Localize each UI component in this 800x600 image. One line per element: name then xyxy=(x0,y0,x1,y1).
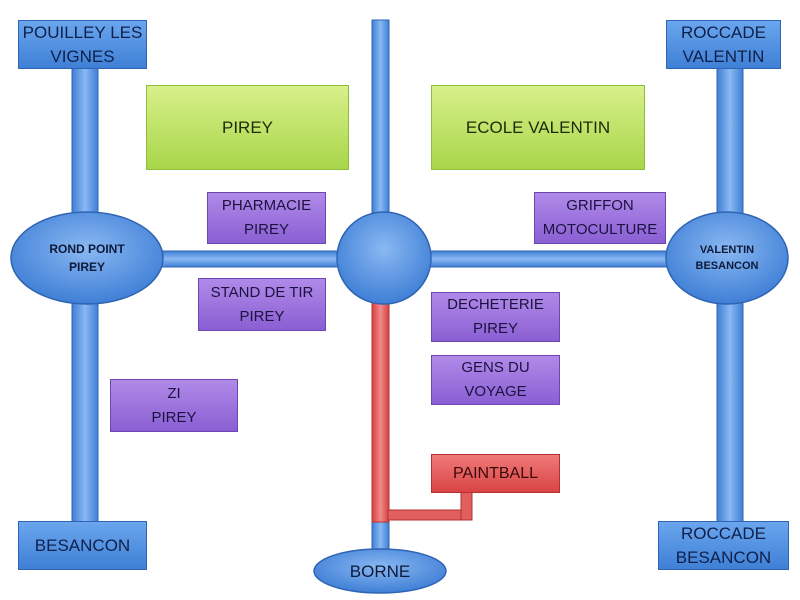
road-red-connector xyxy=(460,489,473,521)
valentin-besancon-label: VALENTIN BESANCON xyxy=(695,244,759,272)
griffon-motoculture-box: GRIFFON MOTOCULTURE xyxy=(534,192,666,244)
roccade-besancon-box: ROCCADE BESANCON xyxy=(658,521,789,570)
road-red-horizontal xyxy=(387,509,473,521)
pirey-zone: PIREY xyxy=(146,85,349,170)
pharmacie-pirey-box: PHARMACIE PIREY xyxy=(207,192,326,244)
decheterie-pirey-box: DECHETERIE PIREY xyxy=(431,292,560,342)
zi-pirey-box: ZI PIREY xyxy=(110,379,238,432)
gens-du-voyage-box: GENS DU VOYAGE xyxy=(431,355,560,405)
road-red-vertical xyxy=(371,299,390,523)
besancon-box: BESANCON xyxy=(18,521,147,570)
rond-point-pirey-node xyxy=(10,211,164,305)
road-center-top xyxy=(371,19,390,221)
borne-node xyxy=(313,548,447,594)
borne-label: BORNE xyxy=(349,562,411,581)
road-center-bottom xyxy=(371,517,390,553)
paintball-box: PAINTBALL xyxy=(431,454,560,493)
stand-de-tir-pirey-box: STAND DE TIR PIREY xyxy=(198,278,326,331)
roccade-valentin-box: ROCCADE VALENTIN xyxy=(666,20,781,69)
valentin-besancon-node xyxy=(665,211,789,305)
pouilley-les-vignes-box: POUILLEY LES VIGNES xyxy=(18,20,147,69)
center-roundabout-node xyxy=(336,211,432,305)
rond-point-pirey-label: ROND POINT PIREY xyxy=(49,242,125,274)
ecole-valentin-zone: ECOLE VALENTIN xyxy=(431,85,645,170)
